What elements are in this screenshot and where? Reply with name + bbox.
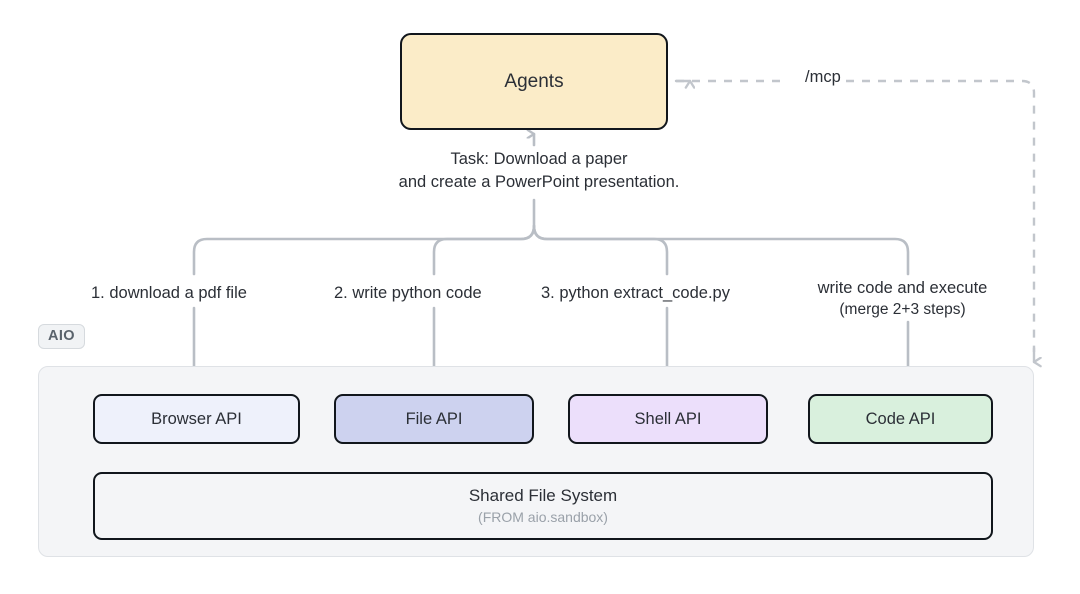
api-label-code: Code API [865, 409, 936, 428]
agents-box[interactable]: Agents [400, 33, 668, 130]
branch-tree-agents-to-apis [192, 198, 910, 276]
step-label-1: 1. download a pdf file [91, 284, 247, 302]
task-caption: Task: Download a paper and create a Powe… [334, 148, 744, 194]
task-caption-line1: Task: Download a paper [450, 150, 628, 168]
shared-file-system-subtitle: (FROM aio.sandbox) [478, 509, 608, 525]
api-box-code[interactable]: Code API [808, 394, 993, 444]
step-label-3: 3. python extract_code.py [541, 284, 730, 302]
shared-file-system-title: Shared File System [468, 486, 618, 505]
step-label-2: 2. write python code [334, 284, 482, 302]
api-box-shell[interactable]: Shell API [568, 394, 768, 444]
task-caption-line2: and create a PowerPoint presentation. [398, 173, 680, 191]
step-label-4: write code and execute (merge 2+3 steps) [795, 278, 1010, 320]
api-label-shell: Shell API [634, 409, 702, 428]
mcp-label: /mcp [805, 68, 841, 86]
step-label-4-sub: (merge 2+3 steps) [839, 301, 966, 318]
agents-label: Agents [504, 70, 564, 92]
aio-tag: AIO [38, 324, 85, 349]
shared-file-system-box[interactable]: Shared File System (FROM aio.sandbox) [93, 472, 993, 540]
api-label-browser: Browser API [151, 409, 242, 428]
api-box-browser[interactable]: Browser API [93, 394, 300, 444]
step-label-4-main: write code and execute [817, 279, 988, 297]
api-label-file: File API [405, 409, 463, 428]
api-box-file[interactable]: File API [334, 394, 534, 444]
